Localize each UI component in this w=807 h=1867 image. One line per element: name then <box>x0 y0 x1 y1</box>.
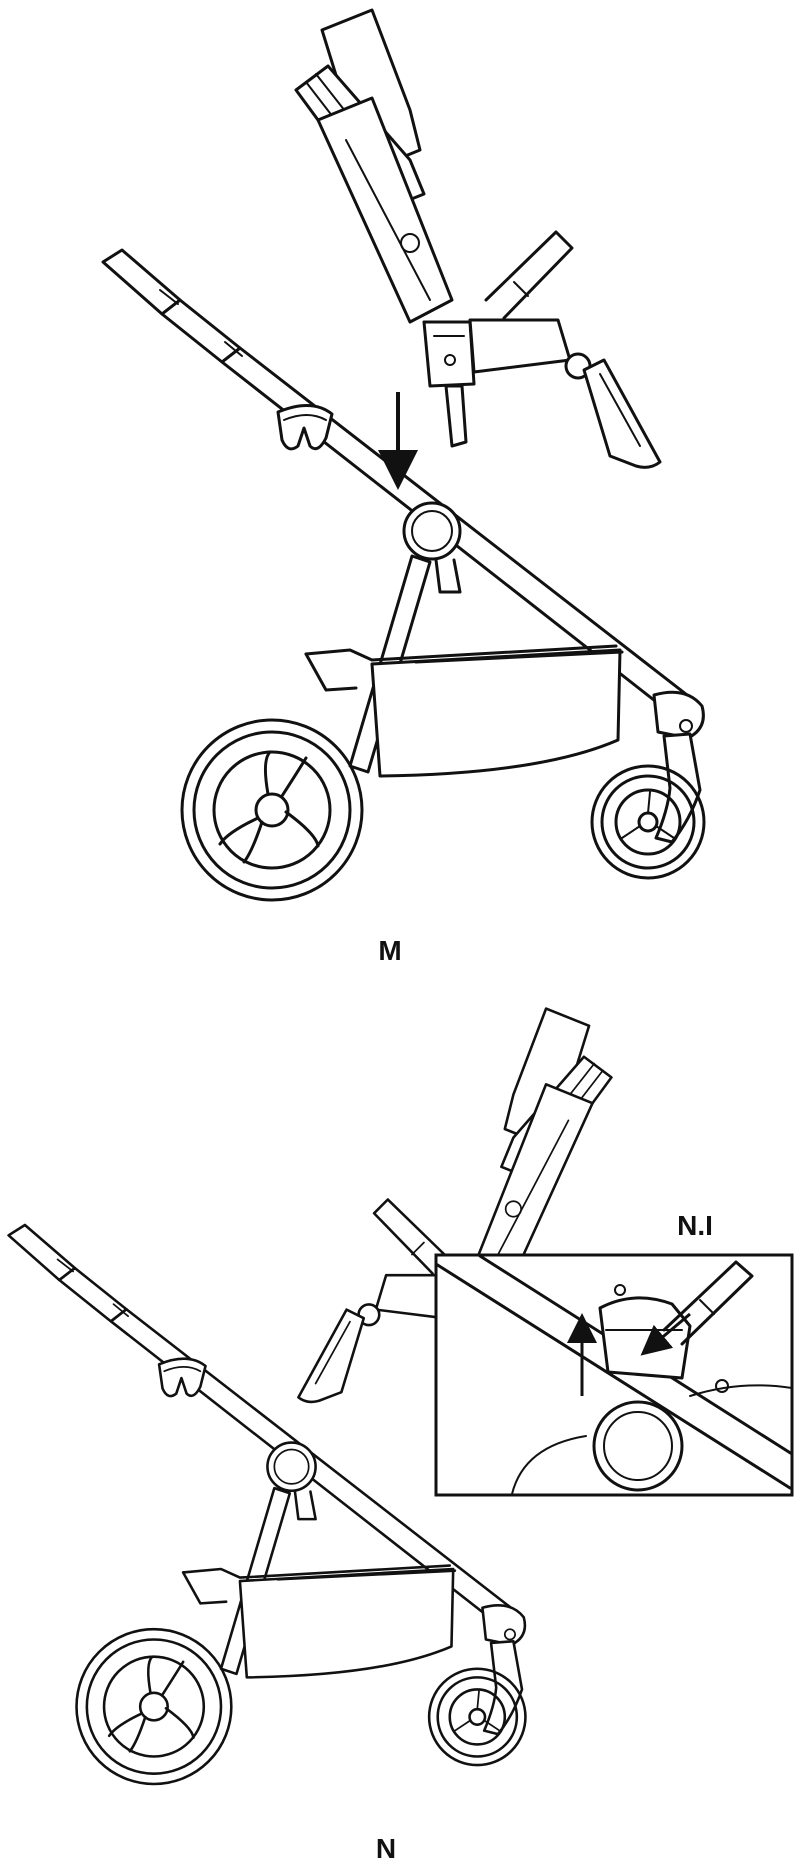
stroller-frame-m <box>101 248 706 902</box>
figure-label-m: M <box>378 935 401 966</box>
detail-label-n-i: N.I <box>677 1210 713 1241</box>
seat-unit-m <box>294 8 662 469</box>
release-arrow <box>640 1312 691 1356</box>
figure-label-n: N <box>376 1833 396 1864</box>
detail-n-i <box>434 1253 794 1497</box>
figure-m <box>101 8 706 902</box>
